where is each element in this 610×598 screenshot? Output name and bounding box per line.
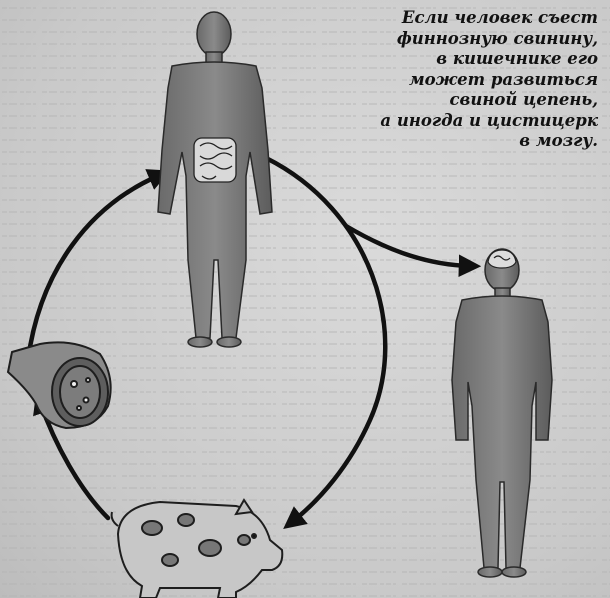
caption-line: финнозную свинину,: [348, 29, 598, 50]
brain-icon: [488, 250, 516, 268]
caption-line: свиной цепень,: [348, 90, 598, 111]
caption-line: может развиться: [348, 70, 598, 91]
caption-line: в кишечнике его: [348, 49, 598, 70]
caption-text: Если человек съест финнозную свинину, в …: [348, 8, 598, 152]
intestine-icon: [194, 138, 236, 182]
caption-line: Если человек съест: [348, 8, 598, 29]
caption-line: в мозгу.: [348, 131, 598, 152]
caption-line: а иногда и цистицерк: [348, 111, 598, 132]
